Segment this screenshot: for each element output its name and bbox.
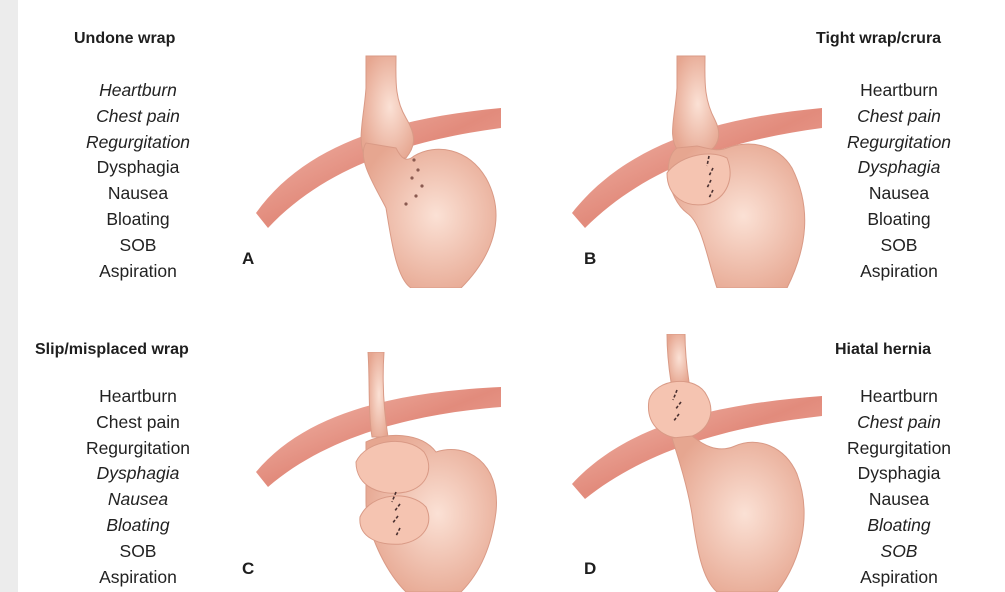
hiatal-hernia-illustration	[567, 334, 827, 592]
symptom-item: Bloating	[814, 207, 984, 233]
esophagus-shape	[673, 56, 719, 152]
symptom-item: Heartburn	[53, 78, 223, 104]
symptom-item: SOB	[814, 233, 984, 259]
symptom-item: Heartburn	[53, 384, 223, 410]
symptom-item: Bloating	[53, 513, 223, 539]
undone-wrap-illustration	[246, 48, 506, 288]
symptom-item: Regurgitation	[53, 436, 223, 462]
symptom-item: SOB	[53, 539, 223, 565]
symptom-item: Bloating	[53, 207, 223, 233]
symptom-item: Chest pain	[53, 104, 223, 130]
panel-title: Hiatal hernia	[835, 341, 931, 359]
symptom-item: Bloating	[814, 513, 984, 539]
symptom-item: Nausea	[53, 487, 223, 513]
symptom-item: SOB	[53, 233, 223, 259]
symptom-item: Chest pain	[53, 410, 223, 436]
stomach-shape	[363, 143, 496, 288]
panel-letter: C	[242, 559, 254, 579]
symptom-item: Chest pain	[814, 410, 984, 436]
symptom-item: Regurgitation	[814, 436, 984, 462]
esophagus-shape	[361, 56, 413, 158]
symptom-item: Dysphagia	[814, 461, 984, 487]
symptom-item: Heartburn	[814, 384, 984, 410]
panel-letter: D	[584, 559, 596, 579]
symptom-item: Dysphagia	[53, 461, 223, 487]
panel-title: Slip/misplaced wrap	[35, 341, 189, 359]
wrap-shape	[356, 441, 429, 493]
symptom-item: Heartburn	[814, 78, 984, 104]
symptom-item: Nausea	[814, 181, 984, 207]
symptom-item: SOB	[814, 539, 984, 565]
esophagus-shape	[667, 334, 689, 382]
symptom-item: Dysphagia	[814, 155, 984, 181]
symptom-item: Regurgitation	[53, 130, 223, 156]
esophagus-shape	[368, 352, 388, 437]
symptom-item: Nausea	[53, 181, 223, 207]
symptom-item: Dysphagia	[53, 155, 223, 181]
panel-letter: B	[584, 249, 596, 269]
symptom-item: Aspiration	[814, 259, 984, 285]
panel-letter: A	[242, 249, 254, 269]
symptom-item: Aspiration	[53, 259, 223, 285]
slipped-wrap-illustration	[246, 352, 506, 592]
herniated-wrap-shape	[648, 381, 710, 438]
symptom-item: Aspiration	[814, 565, 984, 591]
symptom-item: Chest pain	[814, 104, 984, 130]
tight-wrap-illustration	[567, 48, 827, 288]
panel-title: Tight wrap/crura	[816, 30, 941, 48]
stomach-shape	[672, 436, 804, 592]
symptom-item: Regurgitation	[814, 130, 984, 156]
symptom-item: Nausea	[814, 487, 984, 513]
symptom-item: Aspiration	[53, 565, 223, 591]
panel-title: Undone wrap	[74, 30, 175, 48]
